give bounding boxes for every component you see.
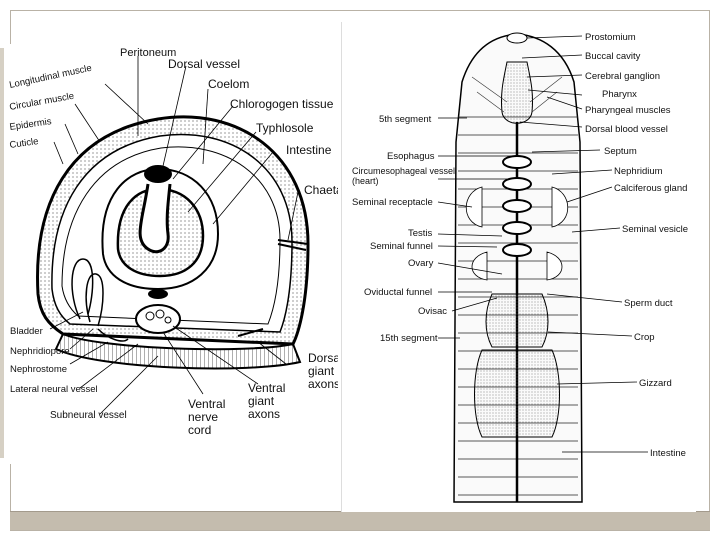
label-chaeta: Chaeta xyxy=(304,183,338,197)
label-epidermis: Epidermis xyxy=(9,116,53,133)
pharynx-shape xyxy=(471,32,563,124)
label-dorsal-vessel: Dorsal vessel xyxy=(168,57,240,71)
label-seminal-funnel: Seminal funnel xyxy=(370,241,433,252)
label-circular-muscle: Circular muscle xyxy=(9,91,75,113)
label-chlorogogen-tissue: Chlorogogen tissue xyxy=(230,97,334,111)
label-calciferous-gland: Calciferous gland xyxy=(614,183,687,194)
bottom-bar xyxy=(10,511,710,530)
longitudinal-section-panel: Prostomium Buccal cavity Cerebral gangli… xyxy=(341,22,696,512)
label-ovisac: Ovisac xyxy=(418,306,447,317)
label-circumesophageal-vessel: Circumesophageal vessel(heart) xyxy=(352,166,455,186)
label-cerebral-ganglion: Cerebral ganglion xyxy=(585,71,660,82)
chaeta-shape xyxy=(237,239,309,337)
label-peritoneum: Peritoneum xyxy=(120,47,176,59)
label-sperm-duct: Sperm duct xyxy=(624,298,673,309)
label-dorsal-giant-axons: Dorsalgiantaxons xyxy=(308,351,338,391)
nephridium-shape xyxy=(71,258,129,342)
label-nephridium: Nephridium xyxy=(614,166,663,177)
label-crop: Crop xyxy=(634,332,655,343)
label-coelom: Coelom xyxy=(208,77,249,91)
label-nephrostome: Nephrostome xyxy=(10,364,67,375)
label-ovary: Ovary xyxy=(408,258,434,269)
left-accent-bar xyxy=(0,48,4,458)
label-esophagus: Esophagus xyxy=(387,151,435,162)
label-gizzard: Gizzard xyxy=(639,378,672,389)
dorsal-vessel-shape xyxy=(144,165,172,183)
gizzard-shape xyxy=(474,349,560,438)
label-testis: Testis xyxy=(408,228,433,239)
label-cuticle: Cuticle xyxy=(9,136,39,151)
label-longitudinal-muscle: Longitudinal muscle xyxy=(8,63,92,91)
longitudinal-leader-lines xyxy=(437,35,648,453)
label-subneural-vessel: Subneural vessel xyxy=(50,410,127,421)
label-lateral-neural-vessel: Lateral neural vessel xyxy=(10,384,98,395)
nerve-cord-shape xyxy=(135,289,181,334)
label-longitudinal-intestine: Intestine xyxy=(650,448,686,459)
label-oviductal-funnel: Oviductal funnel xyxy=(364,287,432,298)
label-seminal-vesicle: Seminal vesicle xyxy=(622,224,688,235)
cross-section-panel: Peritoneum Longitudinal muscle Circular … xyxy=(8,44,343,464)
label-buccal-cavity: Buccal cavity xyxy=(585,51,641,62)
label-pharynx: Pharynx xyxy=(602,89,637,100)
label-dorsal-blood-vessel: Dorsal blood vessel xyxy=(585,124,668,135)
longitudinal-section-diagram: Prostomium Buccal cavity Cerebral gangli… xyxy=(352,32,688,503)
label-seminal-receptacle: Seminal receptacle xyxy=(352,197,433,208)
label-typhlosole: Typhlosole xyxy=(256,121,314,135)
label-segment-5: 5th segment xyxy=(379,114,432,125)
label-segment-15: 15th segment xyxy=(380,333,438,344)
label-intestine: Intestine xyxy=(286,143,332,157)
label-bladder: Bladder xyxy=(10,326,43,337)
label-septum: Septum xyxy=(604,146,637,157)
label-prostomium: Prostomium xyxy=(585,32,636,43)
label-pharyngeal-muscles: Pharyngeal muscles xyxy=(585,105,671,116)
cross-section-diagram: Peritoneum Longitudinal muscle Circular … xyxy=(8,47,343,437)
crop-shape xyxy=(485,293,549,348)
label-nephridiopore: Nephridiopore xyxy=(10,346,70,357)
intestine-shape xyxy=(101,165,220,291)
cross-leader-lines xyxy=(49,56,299,415)
